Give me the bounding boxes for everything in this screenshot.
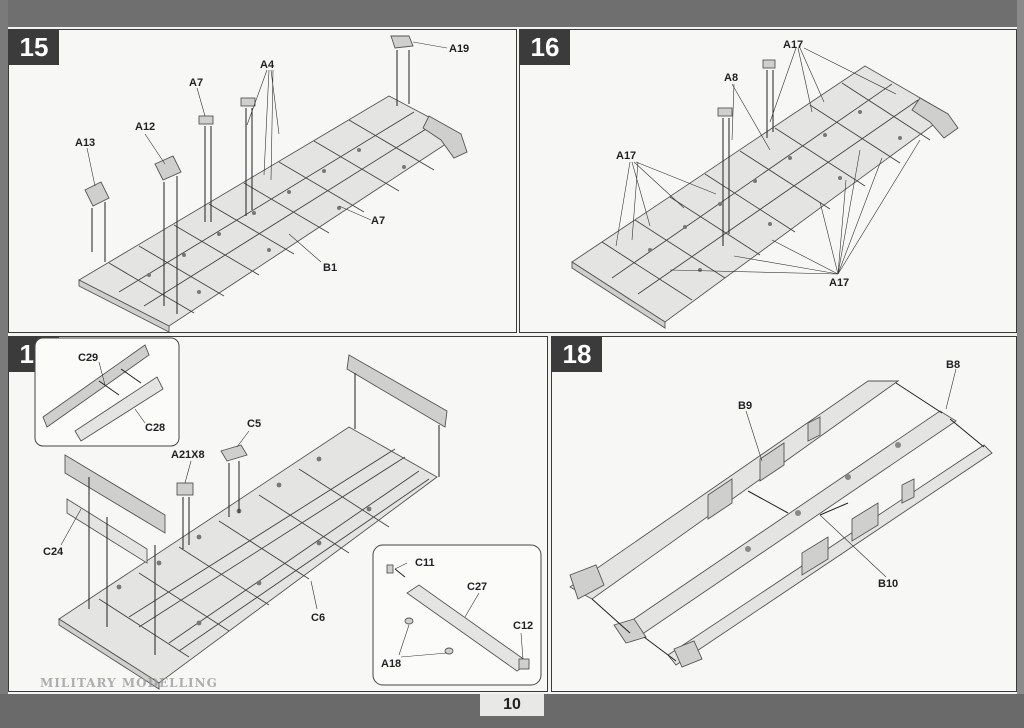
label-c11: C11 — [415, 557, 435, 569]
underside-rivets — [116, 456, 372, 626]
scan-left-border — [0, 0, 8, 728]
label-b1: B1 — [323, 262, 337, 274]
part-a17-top — [762, 59, 776, 138]
label-b9: B9 — [738, 400, 752, 412]
part-a18-left — [404, 617, 414, 625]
step-15-number: 15 — [9, 30, 59, 65]
part-a21 — [176, 482, 194, 496]
deck-panel-lines — [108, 111, 435, 314]
label-c28: C28 — [145, 422, 165, 434]
label-a17-left: A17 — [616, 150, 636, 162]
step-16-drawing: A17 A8 A17 A17 — [571, 39, 959, 329]
step-17-panel: 17 C29 C28 — [8, 336, 548, 692]
label-a12: A12 — [135, 121, 155, 133]
step-16-leaders — [615, 47, 921, 275]
deck-rivets — [648, 110, 902, 272]
rear-crossmember — [346, 354, 448, 428]
chassis-front-edge — [78, 279, 170, 332]
label-a18: A18 — [381, 658, 401, 670]
part-c12 — [518, 658, 530, 670]
label-b8: B8 — [946, 359, 960, 371]
inset-c28-c29 — [34, 337, 180, 447]
label-a19: A19 — [449, 43, 469, 55]
part-c11 — [386, 564, 394, 574]
part-b10-bosses — [745, 442, 901, 552]
step-15-leaders — [86, 41, 448, 263]
part-a8 — [717, 107, 733, 246]
part-c24 — [64, 454, 166, 534]
part-b10-end — [613, 618, 647, 644]
chassis-front-edge — [571, 261, 666, 329]
frame-rails — [98, 448, 430, 658]
part-c29 — [42, 344, 150, 428]
chassis-deck — [571, 65, 949, 323]
step-16-number: 16 — [520, 30, 570, 65]
label-c24: C24 — [43, 546, 64, 558]
deck-rivets — [147, 148, 406, 294]
part-b9-step — [569, 564, 605, 600]
label-a4: A4 — [260, 59, 275, 71]
part-b9-mudguards — [707, 416, 821, 520]
step-15-panel: 15 — [8, 29, 517, 333]
scan-right-border — [1017, 0, 1024, 728]
step-18-panel: 18 — [551, 336, 1017, 692]
chassis-side-edge — [58, 618, 160, 690]
page-number: 10 — [480, 694, 544, 716]
part-a19 — [390, 35, 414, 106]
deck-panel-lines — [601, 82, 931, 301]
step-18-drawing: B9 B8 B10 — [569, 359, 993, 668]
step-15-drawing: A19 A4 A7 A12 A13 A7 B1 — [75, 35, 469, 332]
part-a18-right — [444, 647, 454, 655]
label-c5: C5 — [247, 418, 261, 430]
label-a8: A8 — [724, 72, 738, 84]
part-b8-step — [673, 640, 703, 668]
part-c5 — [220, 444, 248, 462]
rear-bumper — [422, 115, 468, 159]
part-c28 — [74, 376, 164, 442]
label-c6: C6 — [311, 612, 325, 624]
watermark: MILITARY MODELLING — [40, 676, 218, 690]
label-a7-bottom: A7 — [371, 215, 385, 227]
label-c27: C27 — [467, 581, 487, 593]
step-18-number: 18 — [552, 337, 602, 372]
label-c29: C29 — [78, 352, 98, 364]
step-17-drawing: C29 C28 — [34, 337, 542, 690]
label-a17-bottom: A17 — [829, 277, 849, 289]
part-b8-mudguards — [801, 478, 915, 576]
part-a7-top — [198, 115, 214, 222]
scan-top-border — [0, 0, 1024, 27]
label-a17-top: A17 — [783, 39, 803, 51]
step-16-panel: 16 — [519, 29, 1017, 333]
part-b8 — [667, 444, 993, 666]
label-a7-top: A7 — [189, 77, 203, 89]
part-a12 — [154, 155, 182, 314]
label-a21x8: A21X8 — [171, 449, 205, 461]
part-a4 — [240, 97, 256, 216]
label-a13: A13 — [75, 137, 95, 149]
rear-bumper — [911, 97, 959, 139]
label-c12: C12 — [513, 620, 533, 632]
label-b10: B10 — [878, 578, 898, 590]
part-a13 — [84, 181, 110, 262]
